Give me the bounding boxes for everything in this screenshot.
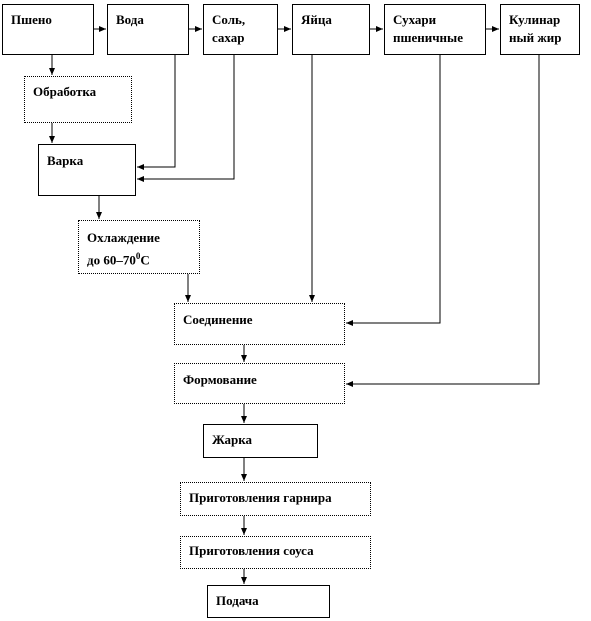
node-forming: Формование bbox=[174, 363, 345, 404]
node-processing-label: Обработка bbox=[33, 84, 97, 99]
node-serving: Подача bbox=[207, 585, 330, 618]
node-eggs-label: Яйца bbox=[301, 12, 332, 27]
node-frying: Жарка bbox=[203, 424, 318, 458]
node-cooling-degree: 0 bbox=[135, 251, 141, 261]
node-breadcrumbs-label: Сухари пшеничные bbox=[393, 12, 463, 45]
node-boiling: Варка bbox=[38, 144, 136, 196]
node-water: Вода bbox=[107, 4, 189, 55]
arrow-water-to-boiling bbox=[137, 55, 176, 170]
node-sauce: Приготовления соуса bbox=[180, 536, 371, 569]
arrow-fat-to-forming bbox=[346, 55, 540, 387]
node-combining-label: Соединение bbox=[183, 312, 253, 327]
node-eggs: Яйца bbox=[292, 4, 370, 55]
node-breadcrumbs: Сухари пшеничные bbox=[384, 4, 486, 55]
node-cooking-fat: Кулинар ный жир bbox=[500, 4, 580, 55]
node-processing: Обработка bbox=[24, 76, 132, 123]
node-millet: Пшено bbox=[2, 4, 94, 55]
node-cooling-unit: С bbox=[140, 252, 150, 268]
node-salt-sugar: Соль, сахар bbox=[203, 4, 278, 55]
node-garnish: Приготовления гарнира bbox=[180, 482, 371, 516]
node-cooling-label: Охлаждение до 60–70 bbox=[87, 230, 160, 268]
node-serving-label: Подача bbox=[216, 593, 259, 608]
node-garnish-label: Приготовления гарнира bbox=[189, 490, 332, 505]
node-cooking-fat-label: Кулинар ный жир bbox=[509, 12, 562, 45]
node-forming-label: Формование bbox=[183, 372, 257, 387]
node-frying-label: Жарка bbox=[212, 432, 253, 447]
node-water-label: Вода bbox=[116, 12, 144, 27]
arrow-breadcrumbs-to-combining bbox=[346, 55, 441, 326]
node-boiling-label: Варка bbox=[47, 153, 84, 168]
node-combining: Соединение bbox=[174, 303, 345, 345]
arrow-salt-to-boiling bbox=[137, 55, 235, 182]
node-millet-label: Пшено bbox=[11, 12, 52, 27]
node-salt-sugar-label: Соль, сахар bbox=[212, 12, 246, 45]
node-sauce-label: Приготовления соуса bbox=[189, 543, 314, 558]
node-cooling: Охлаждение до 60–700С bbox=[78, 220, 200, 274]
